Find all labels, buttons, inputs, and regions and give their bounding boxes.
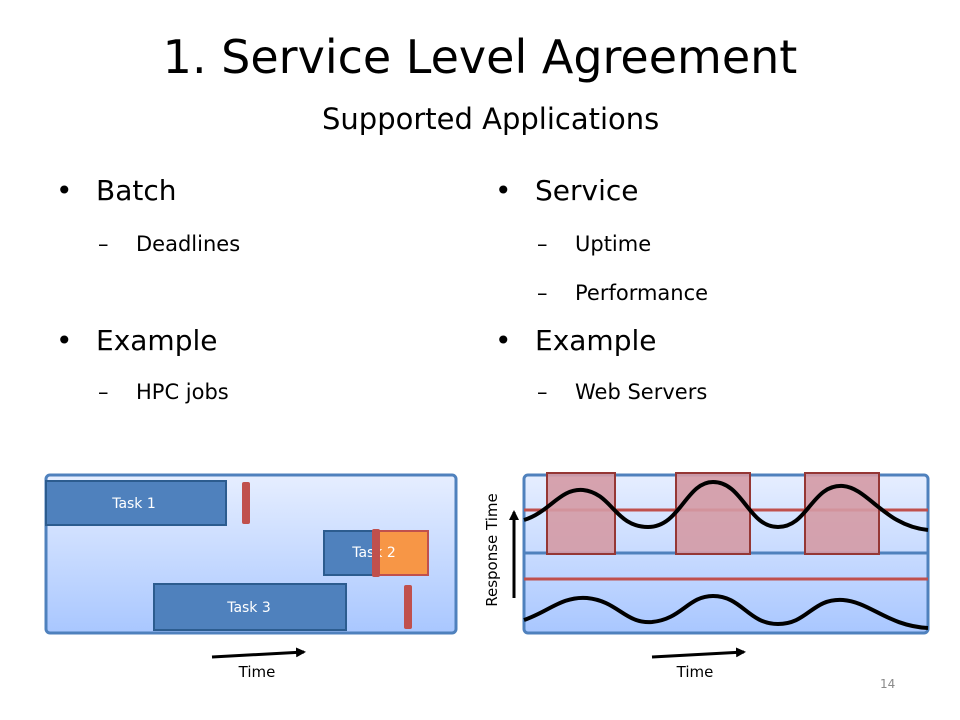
task-2-bar bbox=[323, 530, 381, 576]
batch-time-arrow bbox=[211, 647, 306, 659]
batch-time-label: Time bbox=[238, 663, 276, 681]
dash-marker: – bbox=[98, 380, 109, 404]
service-time-label: Time bbox=[676, 663, 714, 681]
bullet-marker: • bbox=[56, 324, 73, 357]
sub-bullet-text: Performance bbox=[575, 281, 709, 305]
slide-subtitle: Supported Applications bbox=[322, 102, 660, 136]
response-time-label: Response Time bbox=[483, 493, 501, 607]
violation-window-1 bbox=[546, 472, 616, 555]
task-2-overrun-bar bbox=[375, 530, 429, 576]
sub-bullet-text: HPC jobs bbox=[136, 380, 229, 404]
page-number: 14 bbox=[880, 677, 896, 691]
bullet-marker: • bbox=[495, 324, 512, 357]
task-1-bar bbox=[45, 480, 227, 526]
bullet-text: Example bbox=[96, 324, 218, 357]
dash-marker: – bbox=[537, 380, 548, 404]
response-curve-lower bbox=[523, 593, 929, 630]
response-curve-upper bbox=[523, 479, 929, 532]
deadline-marker-task-1 bbox=[242, 482, 250, 524]
bullet-marker: • bbox=[56, 174, 73, 207]
deadline-marker-task-2 bbox=[372, 529, 380, 577]
dash-marker: – bbox=[98, 232, 109, 256]
sub-bullet-text: Deadlines bbox=[136, 232, 241, 256]
sub-bullet-text: Web Servers bbox=[575, 380, 708, 404]
bullet-text: Example bbox=[535, 324, 657, 357]
violation-window-2 bbox=[675, 472, 751, 555]
dash-marker: – bbox=[537, 281, 548, 305]
deadline-marker-task-3 bbox=[404, 585, 412, 629]
task-3-bar bbox=[153, 583, 347, 631]
dash-marker: – bbox=[537, 232, 548, 256]
bullet-marker: • bbox=[495, 174, 512, 207]
task-1-label: Task 1 bbox=[111, 496, 156, 512]
sub-bullet-text: Uptime bbox=[575, 232, 652, 256]
slide-title: 1. Service Level Agreement bbox=[162, 30, 798, 84]
bullet-text: Service bbox=[535, 174, 639, 207]
service-time-arrow bbox=[651, 647, 746, 659]
task-3-label: Task 3 bbox=[226, 600, 271, 616]
bullet-text: Batch bbox=[96, 174, 177, 207]
